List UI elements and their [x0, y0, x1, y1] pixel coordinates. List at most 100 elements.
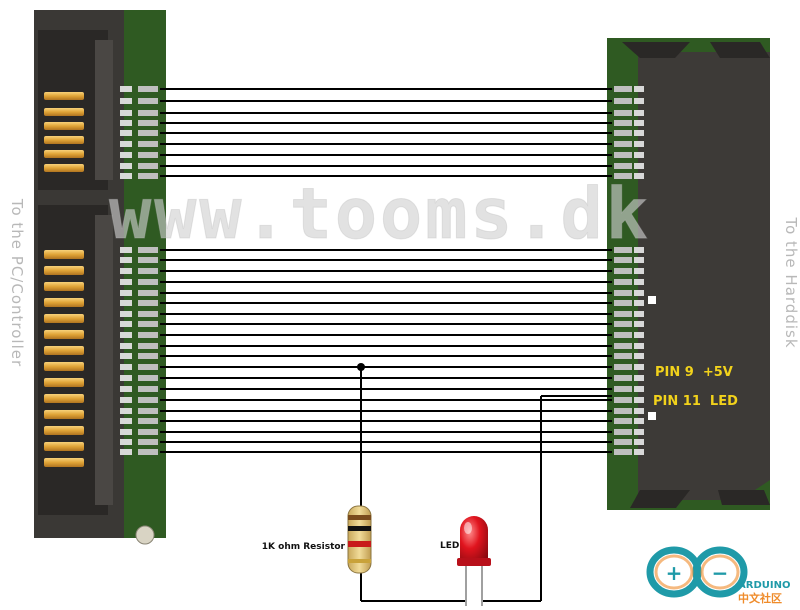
solder-pad — [634, 364, 644, 370]
solder-pad — [614, 439, 632, 445]
solder-pad — [138, 279, 158, 285]
gold-contact — [44, 150, 84, 158]
solder-pad — [634, 268, 644, 274]
gold-contact — [44, 122, 84, 130]
gold-contact — [44, 136, 84, 144]
solder-pad — [138, 173, 158, 179]
solder-pad — [614, 321, 632, 327]
solder-pad — [614, 130, 632, 136]
solder-pad — [614, 173, 632, 179]
solder-pad — [634, 98, 644, 104]
solder-pad — [634, 408, 644, 414]
solder-pad — [138, 408, 158, 414]
solder-pad — [120, 418, 132, 424]
solder-pad — [634, 375, 644, 381]
solder-pad — [138, 86, 158, 92]
right-sata-connector — [607, 38, 770, 510]
gold-contact — [44, 314, 84, 323]
solder-pad — [120, 375, 132, 381]
solder-pad — [120, 141, 132, 147]
solder-pad — [634, 130, 644, 136]
solder-pad — [138, 439, 158, 445]
solder-pad — [614, 353, 632, 359]
solder-pad — [634, 343, 644, 349]
solder-pad — [634, 397, 644, 403]
solder-pad — [138, 353, 158, 359]
solder-pad — [120, 120, 132, 126]
solder-pad — [120, 130, 132, 136]
solder-pad — [138, 290, 158, 296]
solder-pad — [120, 408, 132, 414]
solder-pad — [120, 353, 132, 359]
solder-pad — [634, 300, 644, 306]
solder-pad — [614, 279, 632, 285]
solder-pad — [634, 439, 644, 445]
solder-pad — [614, 300, 632, 306]
solder-pad — [634, 353, 644, 359]
solder-pad — [614, 386, 632, 392]
solder-pad — [138, 397, 158, 403]
solder-pad — [138, 375, 158, 381]
solder-pad — [614, 152, 632, 158]
solder-pad — [138, 300, 158, 306]
solder-pad — [120, 439, 132, 445]
gold-contact — [44, 266, 84, 275]
solder-pad — [634, 247, 644, 253]
solder-pad — [138, 152, 158, 158]
svg-text:+: + — [666, 561, 683, 585]
junction-dot — [357, 363, 365, 371]
solder-pad — [120, 279, 132, 285]
solder-pad — [138, 130, 158, 136]
left-sata-connector — [34, 10, 166, 545]
solder-pad — [138, 163, 158, 169]
solder-pad — [138, 429, 158, 435]
solder-pad — [634, 321, 644, 327]
solder-pad — [634, 163, 644, 169]
solder-pad — [138, 418, 158, 424]
solder-pad — [614, 110, 632, 116]
solder-pad — [634, 152, 644, 158]
solder-pad — [120, 268, 132, 274]
right-side-label: To the Harddisk — [782, 216, 800, 348]
solder-pad — [634, 110, 644, 116]
solder-pad — [138, 257, 158, 263]
left-side-label: To the PC/Controller — [8, 198, 26, 367]
solder-pad — [138, 120, 158, 126]
solder-pad — [614, 257, 632, 263]
gold-contact — [44, 92, 84, 100]
solder-pad — [614, 332, 632, 338]
solder-pad — [634, 279, 644, 285]
solder-pad — [634, 257, 644, 263]
solder-pad — [120, 449, 132, 455]
pin11-label: PIN 11 LED — [653, 394, 738, 409]
solder-pad — [614, 98, 632, 104]
solder-pad — [614, 311, 632, 317]
solder-pad — [120, 386, 132, 392]
solder-pad — [614, 429, 632, 435]
solder-pad — [138, 449, 158, 455]
gold-contact — [44, 442, 84, 451]
solder-pad — [120, 257, 132, 263]
gold-contact — [44, 346, 84, 355]
solder-pad — [120, 397, 132, 403]
solder-pad — [138, 364, 158, 370]
gold-contact — [44, 458, 84, 467]
gold-contact — [44, 394, 84, 403]
gold-contact — [44, 250, 84, 259]
solder-pad — [120, 86, 132, 92]
gold-contact — [44, 410, 84, 419]
solder-pad — [614, 290, 632, 296]
solder-pad — [120, 247, 132, 253]
solder-pad — [634, 173, 644, 179]
solder-pad — [120, 364, 132, 370]
solder-pad — [634, 141, 644, 147]
solder-pad — [614, 268, 632, 274]
arduino-logo-icon: + − — [646, 546, 748, 598]
solder-pad — [614, 397, 632, 403]
gold-contact — [44, 298, 84, 307]
marker — [648, 296, 656, 304]
led-label: LED — [440, 541, 459, 551]
solder-pad — [614, 364, 632, 370]
gold-contact — [44, 362, 84, 371]
solder-pad — [634, 332, 644, 338]
